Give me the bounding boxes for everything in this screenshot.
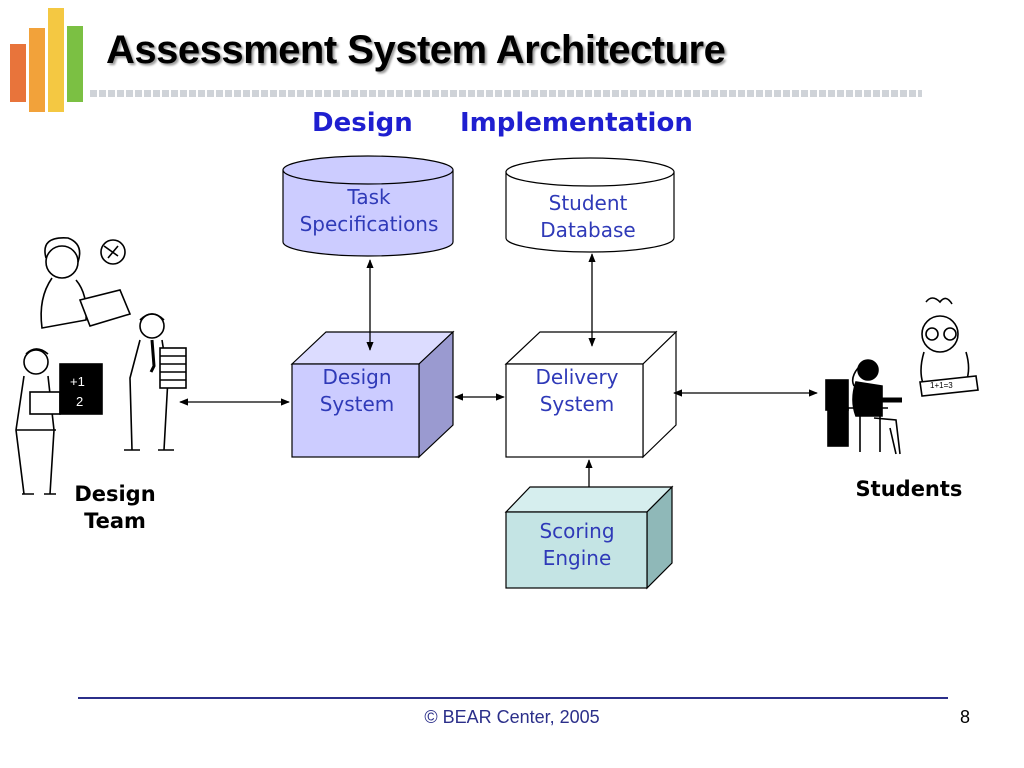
student-database-icon	[505, 157, 675, 253]
scoring-engine-label: Scoring Engine	[539, 519, 615, 570]
footer-copyright: © BEAR Center, 2005	[424, 707, 600, 727]
scoring-engine-cube	[504, 485, 674, 590]
task-specifications-database-icon	[282, 155, 454, 257]
delivery-system-label: Delivery System	[535, 365, 619, 416]
delivery-system-cube	[504, 330, 678, 459]
design-column-heading: Design	[312, 108, 413, 138]
page-number: 8	[959, 707, 970, 727]
design-system-label: Design System	[319, 365, 395, 416]
svg-text:1+1=3: 1+1=3	[930, 381, 953, 390]
design-team-clipart: +1 2	[15, 237, 187, 495]
svg-text:2: 2	[76, 394, 83, 409]
implementation-column-heading: Implementation	[460, 108, 693, 138]
students-clipart: 1+1=3	[825, 297, 979, 455]
footer-divider	[78, 697, 948, 699]
svg-text:+1: +1	[70, 374, 85, 389]
title-divider	[90, 90, 922, 97]
slide-title: Assessment System Architecture	[106, 28, 726, 72]
design-team-label: Design Team	[74, 482, 156, 533]
student-database-label: Student Database	[540, 191, 636, 242]
padi-logo	[10, 8, 83, 112]
task-specifications-label: Task Specifications	[299, 185, 439, 236]
students-label: Students	[855, 477, 963, 501]
